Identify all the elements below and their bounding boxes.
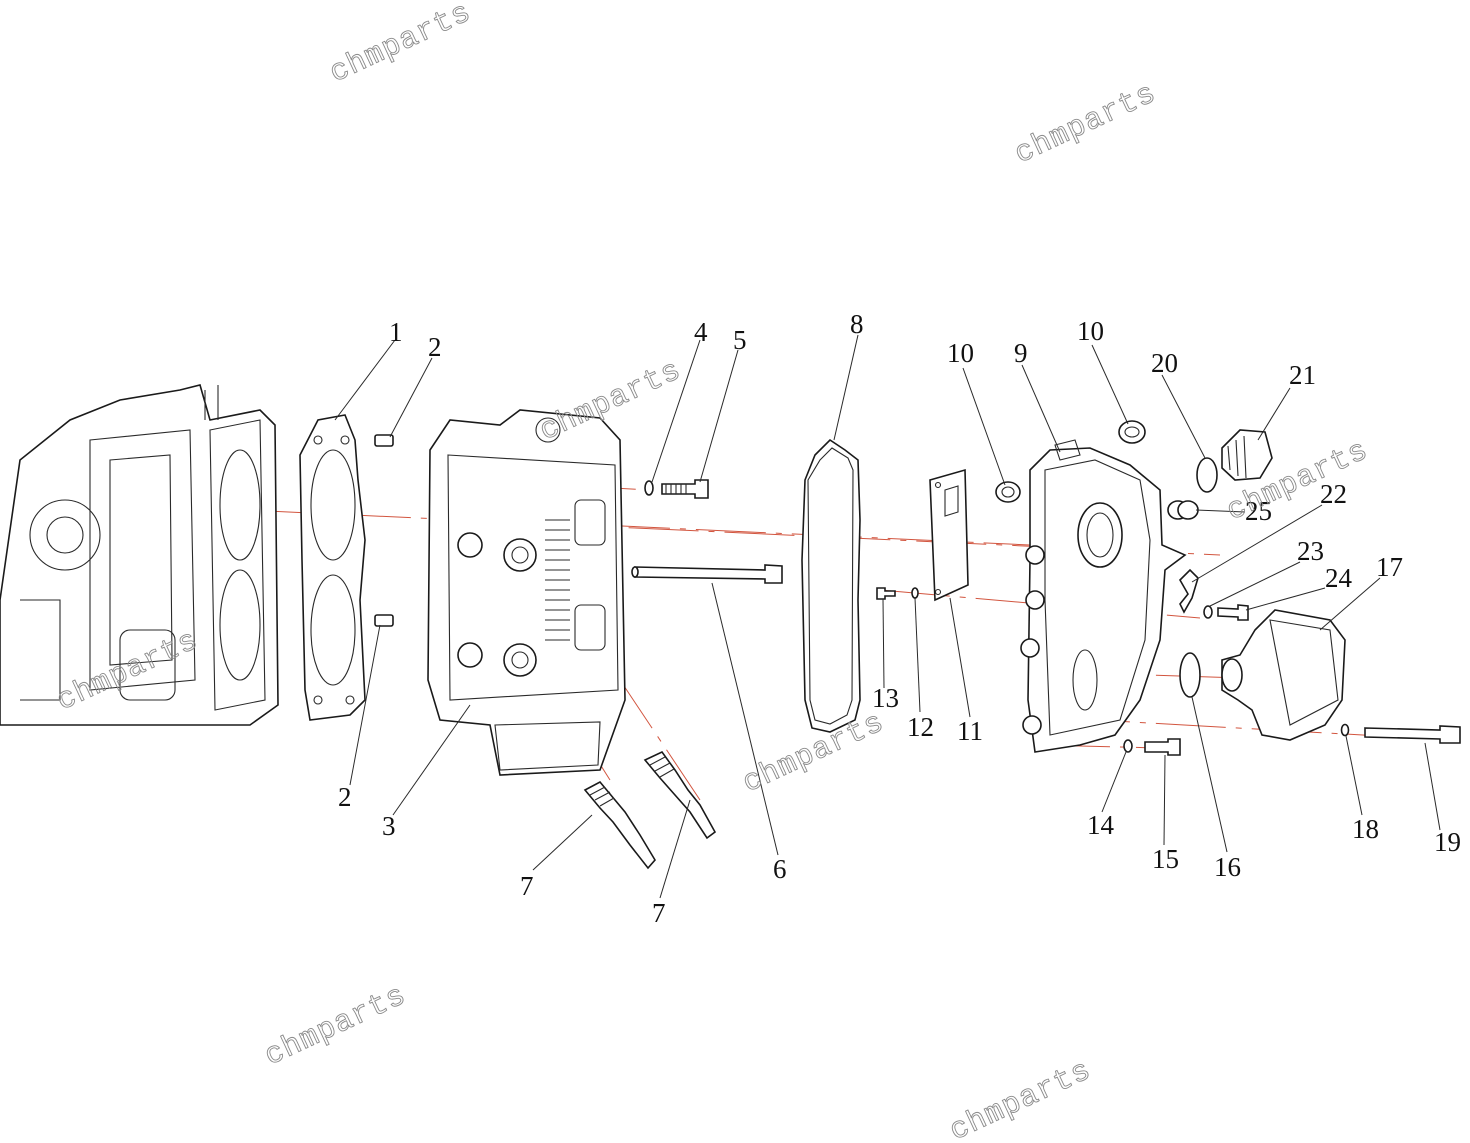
callout-25: 25 (1245, 496, 1272, 526)
callout-7-second: 7 (652, 898, 666, 928)
bolt-15 (1144, 738, 1181, 756)
watermark: chmparts (945, 1054, 1097, 1143)
callout-labels: 1 2 2 3 4 5 6 7 7 8 9 10 10 11 12 13 14 … (338, 309, 1461, 928)
callout-17: 17 (1376, 552, 1403, 582)
head-cover-9 (1020, 439, 1187, 753)
callout-7: 7 (520, 871, 534, 901)
callout-14: 14 (1087, 810, 1115, 840)
watermark: chmparts (325, 0, 477, 91)
callout-5: 5 (733, 325, 747, 355)
washer-18 (1340, 723, 1350, 737)
callout-20: 20 (1151, 348, 1178, 378)
spark-plug-7a (583, 780, 656, 870)
callout-10: 10 (947, 338, 974, 368)
callout-16: 16 (1214, 852, 1241, 882)
callout-13: 13 (872, 683, 899, 713)
callout-8: 8 (850, 309, 864, 339)
grommet-10a (995, 481, 1021, 503)
grommet-10b (1118, 420, 1146, 444)
dowel-pin-lower (374, 614, 394, 627)
callout-2: 2 (428, 332, 442, 362)
callout-2-lower: 2 (338, 782, 352, 812)
watermark: chmparts (260, 979, 412, 1074)
callout-3: 3 (382, 811, 396, 841)
callout-22: 22 (1320, 479, 1347, 509)
o-ring-20 (1196, 457, 1218, 493)
callout-11: 11 (957, 716, 983, 746)
callout-9: 9 (1014, 338, 1028, 368)
head-bolt-6 (631, 564, 783, 584)
bolt-5 (661, 479, 709, 499)
head-gasket (299, 414, 366, 721)
washer-4 (644, 480, 654, 496)
callout-23: 23 (1297, 536, 1324, 566)
callout-1: 1 (389, 317, 403, 347)
callout-21: 21 (1289, 360, 1316, 390)
washer-23 (1203, 605, 1213, 619)
plate-11 (929, 468, 969, 602)
callout-12: 12 (907, 712, 934, 742)
leader-lines (334, 334, 1441, 899)
callout-6: 6 (773, 854, 787, 884)
callout-19: 19 (1434, 827, 1461, 857)
dowel-pin-upper (374, 434, 394, 447)
sleeve-25 (1167, 500, 1199, 520)
watermark: chmparts (1010, 77, 1162, 172)
callout-18: 18 (1352, 814, 1379, 844)
cylinder-head (427, 409, 626, 776)
thermostat-housing-17 (1221, 609, 1346, 741)
clip-22 (1179, 568, 1199, 614)
bolt-24 (1217, 604, 1249, 621)
cover-gasket-8 (801, 438, 861, 733)
callout-10-second: 10 (1077, 316, 1104, 346)
screw-13 (876, 587, 896, 600)
washer-12 (911, 587, 919, 599)
oil-filler-cap-21 (1221, 429, 1273, 481)
long-bolt-19 (1364, 725, 1461, 744)
callout-4: 4 (694, 317, 708, 347)
spark-plug-7b (643, 750, 717, 840)
engine-block (0, 384, 279, 726)
callout-24: 24 (1325, 563, 1353, 593)
washer-14 (1123, 739, 1133, 753)
o-ring-16 (1179, 652, 1201, 698)
callout-15: 15 (1152, 844, 1179, 874)
